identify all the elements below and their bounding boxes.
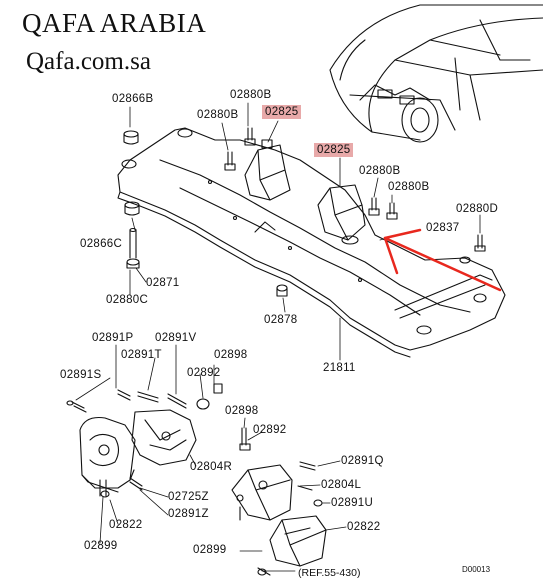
label-02880C: 02880C — [106, 294, 149, 306]
vehicle-outline — [329, 4, 543, 143]
label-02880B-c: 02880B — [359, 165, 401, 177]
label-02891S: 02891S — [60, 369, 102, 381]
bolt-02880B-upper-a — [224, 151, 236, 171]
label-02804R: 02804R — [190, 461, 233, 473]
label-21811: 21811 — [323, 362, 356, 374]
bolt-02871 — [126, 227, 140, 269]
bolt-02880B-lower-a — [368, 197, 380, 216]
label-02825-lower: 02825 — [314, 143, 354, 157]
bushing-02866C — [124, 201, 140, 216]
reference-note: (REF.55-430) — [298, 567, 361, 579]
label-02898-a: 02898 — [214, 349, 248, 361]
mount-bracket-lower — [317, 184, 366, 245]
label-02899-left: 02899 — [84, 540, 118, 552]
mount-bracket-upper — [244, 139, 291, 201]
label-02822-left: 02822 — [109, 519, 143, 531]
label-02891U: 02891U — [331, 497, 374, 509]
label-02880B-b: 02880B — [197, 109, 239, 121]
engine-mount-right — [231, 464, 293, 521]
bushing-02866B — [123, 130, 139, 145]
label-02891Q: 02891Q — [341, 455, 384, 467]
label-02878: 02878 — [264, 314, 298, 326]
diagram-code: D00013 — [462, 565, 491, 574]
label-02891P: 02891P — [92, 332, 134, 344]
engine-mount-left — [79, 416, 136, 497]
brand-url: Qafa.com.sa — [26, 48, 151, 75]
label-02891V: 02891V — [155, 332, 197, 344]
engine-mount-bracket-right — [131, 409, 197, 466]
label-02880D: 02880D — [456, 203, 499, 215]
label-02825-upper: 02825 — [262, 105, 302, 119]
callout-arrow — [383, 228, 502, 292]
label-02880B-a: 02880B — [230, 89, 272, 101]
label-02825-lower-text: 02825 — [314, 143, 354, 157]
label-02825-upper-text: 02825 — [262, 105, 302, 119]
brand-title: QAFA ARABIA — [22, 8, 207, 38]
bolt-02880B-lower-b — [386, 202, 398, 220]
label-02891T: 02891T — [121, 349, 162, 361]
bolt-02878 — [276, 284, 288, 297]
leader-lines-lower — [75, 344, 347, 572]
label-02725Z: 02725Z — [168, 491, 209, 503]
crossmember-21811 — [117, 127, 506, 358]
label-02866C: 02866C — [80, 238, 123, 250]
bolt-02880D — [474, 234, 486, 252]
label-02866B: 02866B — [112, 93, 154, 105]
label-02880B-d: 02880B — [388, 181, 430, 193]
label-02871: 02871 — [146, 277, 180, 289]
label-02898-b: 02898 — [225, 405, 259, 417]
label-02892-b: 02892 — [253, 424, 287, 436]
label-02891Z: 02891Z — [168, 508, 209, 520]
label-02892-a: 02892 — [187, 367, 221, 379]
bolts-lower-left — [66, 383, 251, 498]
insulator-02822-right — [269, 515, 327, 567]
label-02822-right: 02822 — [347, 521, 381, 533]
bolts-lower-right — [239, 461, 323, 576]
label-02804L: 02804L — [321, 479, 362, 491]
bolt-02880B-upper-b — [244, 127, 256, 146]
label-02837: 02837 — [426, 222, 460, 234]
label-02899-right: 02899 — [193, 544, 227, 556]
